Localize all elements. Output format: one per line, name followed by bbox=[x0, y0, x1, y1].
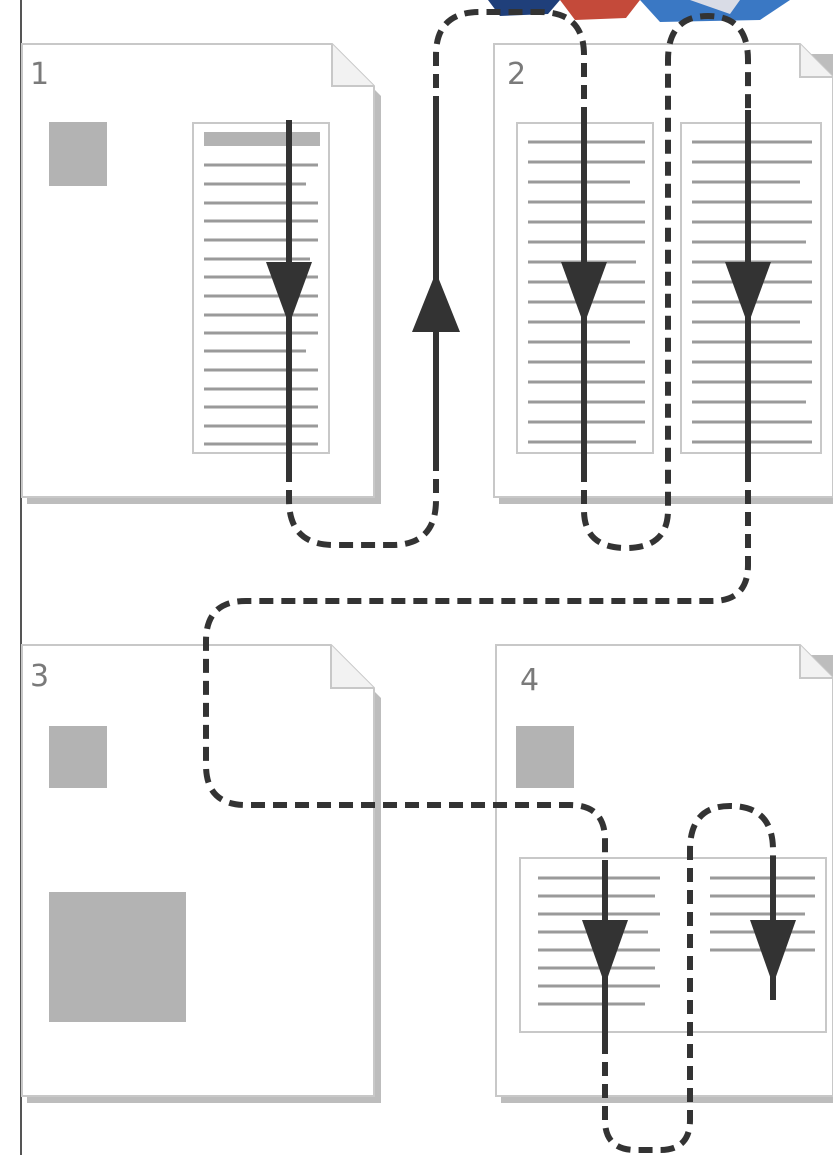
page-number: 2 bbox=[507, 57, 526, 92]
heading-bar bbox=[204, 132, 320, 146]
page-fold-corner bbox=[330, 645, 374, 689]
reading-path-dashed bbox=[203, 9, 776, 1153]
text-lines-left bbox=[538, 876, 660, 1006]
page-4: 4 bbox=[495, 644, 833, 1103]
flow-dashed-2-bottom bbox=[581, 12, 751, 552]
page-sheet bbox=[21, 644, 375, 1097]
arrow-down-icon bbox=[725, 262, 771, 325]
page-number: 1 bbox=[30, 57, 49, 92]
flow-dashed-2-to-4 bbox=[203, 468, 751, 860]
page-number: 3 bbox=[30, 659, 49, 694]
page-number: 4 bbox=[520, 663, 539, 698]
arrowheads bbox=[266, 262, 796, 985]
image-block bbox=[49, 122, 107, 186]
page-2: 2 bbox=[493, 43, 833, 504]
page-1: 1 bbox=[21, 43, 381, 504]
text-column bbox=[192, 122, 330, 454]
flow-dashed-4-bottom bbox=[602, 802, 776, 1153]
text-lines-right bbox=[710, 876, 815, 952]
image-block-large bbox=[49, 892, 186, 1022]
image-block bbox=[516, 726, 574, 788]
top-cropped-image bbox=[488, 0, 790, 22]
page-fold-corner bbox=[799, 44, 833, 78]
page-3: 3 bbox=[21, 644, 381, 1103]
page-fold-corner bbox=[331, 44, 374, 87]
arrow-down-icon bbox=[582, 920, 628, 985]
arrow-down-icon bbox=[266, 262, 312, 325]
image-block-small bbox=[49, 726, 107, 788]
arrow-up-icon bbox=[412, 272, 460, 332]
arrow-down-icon bbox=[750, 920, 796, 985]
flow-dashed-1-2 bbox=[286, 468, 439, 548]
page-fold-corner bbox=[799, 645, 833, 679]
flow-dashed-top-1 bbox=[433, 9, 587, 110]
arrow-down-icon bbox=[561, 262, 607, 325]
